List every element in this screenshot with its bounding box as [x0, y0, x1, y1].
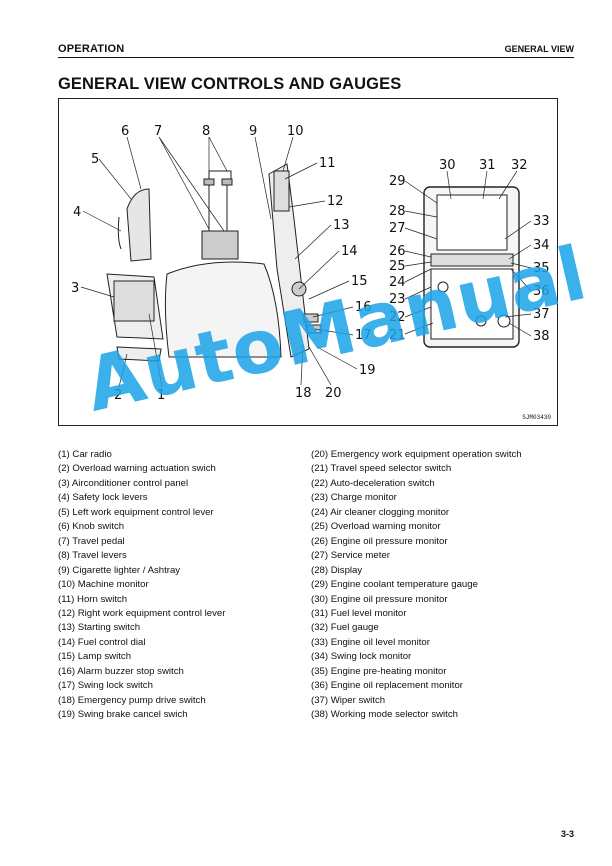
leader-lines: [80, 136, 532, 388]
legend-item: (15) Lamp switch: [58, 651, 132, 663]
callout-24: 24: [389, 275, 406, 290]
callout-31: 31: [479, 158, 496, 173]
page-number: 3-3: [560, 829, 574, 839]
callout-25: 25: [389, 259, 406, 274]
legend-item: (9) Cigarette lighter / Ashtray: [58, 564, 181, 576]
legend-item: (21) Travel speed selector switch: [311, 463, 452, 475]
legend-item: (26) Engine oil pressure monitor: [311, 535, 448, 547]
legend-item: (33) Engine oil level monitor: [311, 636, 430, 648]
callout-18: 18: [295, 386, 312, 401]
legend-left: (1) Car radio (2) Overload warning actuat…: [58, 448, 225, 723]
header-rule: [58, 57, 574, 58]
legend-item: (30) Engine oil pressure monitor: [311, 593, 448, 605]
legend-item: (1) Car radio: [58, 449, 112, 460]
figure-code: SJM03430: [522, 414, 551, 421]
legend-item: (13) Starting switch: [58, 622, 141, 634]
callout-30: 30: [439, 158, 456, 173]
callout-27: 27: [389, 221, 406, 236]
callout-32: 32: [511, 158, 528, 173]
section-header: OPERATION: [58, 43, 125, 55]
callout-17: 17: [355, 328, 372, 343]
legend-item: (29) Engine coolant temperature gauge: [311, 579, 478, 591]
callout-35: 35: [533, 261, 550, 276]
callout-12: 12: [327, 194, 344, 209]
legend-item: (22) Auto-deceleration switch: [311, 477, 435, 489]
callout-1: 1: [157, 388, 165, 403]
legend-right: (20) Emergency work equipment operation …: [311, 448, 522, 723]
legend-item: (31) Fuel level monitor: [311, 607, 407, 619]
legend-item: (36) Engine oil replacement monitor: [311, 680, 463, 692]
right-console: [268, 163, 310, 358]
legend-item: (28) Display: [311, 564, 363, 576]
callout-7: 7: [154, 124, 162, 139]
callout-10: 10: [287, 124, 304, 139]
legend-item: (27) Service meter: [311, 550, 390, 562]
left-lever: [126, 188, 152, 262]
callout-37: 37: [533, 307, 550, 322]
callout-20: 20: [325, 386, 342, 401]
legend-item: (7) Travel pedal: [58, 535, 125, 547]
legend-item: (10) Machine monitor: [58, 579, 149, 591]
callout-9: 9: [249, 124, 257, 139]
legend-item: (20) Emergency work equipment operation …: [311, 449, 522, 460]
callout-3: 3: [71, 281, 79, 296]
callout-5: 5: [91, 152, 99, 167]
legend-item: (23) Charge monitor: [311, 492, 397, 504]
travel-pedals: [201, 230, 239, 260]
callout-14: 14: [341, 244, 358, 259]
legend-item: (18) Emergency pump drive switch: [58, 694, 206, 706]
callout-23: 23: [389, 292, 406, 307]
callout-15: 15: [351, 274, 368, 289]
callout-4: 4: [73, 205, 81, 220]
seat-outline: [164, 261, 282, 358]
callout-22: 22: [389, 310, 406, 325]
legend-item: (6) Knob switch: [58, 521, 125, 533]
legend-item: (2) Overload warning actuation swich: [58, 463, 216, 475]
legend-item: (8) Travel levers: [58, 550, 127, 562]
legend-item: (5) Left work equipment control lever: [58, 506, 214, 518]
controls-figure: 1 2 3 4 5 6 7 8 9 10 11 12 13 14 15 16 1…: [58, 98, 558, 426]
ac-panel: [113, 280, 155, 322]
callout-33: 33: [533, 214, 550, 229]
callout-6: 6: [121, 124, 129, 139]
callout-2: 2: [114, 388, 122, 403]
legend-item: (34) Swing lock monitor: [311, 651, 412, 663]
legend-item: (19) Swing brake cancel swich: [58, 709, 188, 721]
callout-36: 36: [533, 284, 550, 299]
callout-21: 21: [389, 328, 406, 343]
legend-item: (4) Safety lock levers: [58, 492, 148, 504]
callout-26: 26: [389, 244, 406, 259]
legend-item: (12) Right work equipment control lever: [58, 607, 226, 619]
callout-8: 8: [202, 124, 210, 139]
legend-item: (37) Wiper switch: [311, 694, 386, 706]
legend-item: (11) Horn switch: [58, 593, 128, 605]
callout-13: 13: [333, 218, 350, 233]
legend-item: (14) Fuel control dial: [58, 636, 146, 648]
callout-19: 19: [359, 363, 376, 378]
page-title: GENERAL VIEW CONTROLS AND GAUGES: [58, 75, 402, 93]
legend-item: (35) Engine pre-heating monitor: [311, 665, 447, 677]
controls-drawing: 1 2 3 4 5 6 7 8 9 10 11 12 13 14 15 16 1…: [71, 124, 550, 403]
machine-monitor-small: [273, 170, 290, 212]
legend-item: (25) Overload warning monitor: [311, 521, 441, 533]
callout-16: 16: [355, 300, 372, 315]
callout-labels: 1 2 3 4 5 6 7 8 9 10 11 12 13 14 15 16 1…: [71, 124, 550, 403]
callout-29: 29: [389, 174, 406, 189]
legend-item: (24) Air cleaner clogging monitor: [311, 506, 450, 518]
callout-38: 38: [533, 329, 550, 344]
legend-item: (16) Alarm buzzer stop switch: [58, 665, 184, 677]
callout-11: 11: [319, 156, 336, 171]
chapter-header: GENERAL VIEW: [504, 44, 574, 54]
legend-item: (17) Swing lock switch: [58, 680, 153, 692]
legend-item: (38) Working mode selector switch: [311, 709, 458, 721]
legend-item: (3) Airconditioner control panel: [58, 477, 189, 489]
legend-item: (32) Fuel gauge: [311, 622, 379, 634]
callout-34: 34: [533, 238, 550, 253]
callout-28: 28: [389, 204, 406, 219]
